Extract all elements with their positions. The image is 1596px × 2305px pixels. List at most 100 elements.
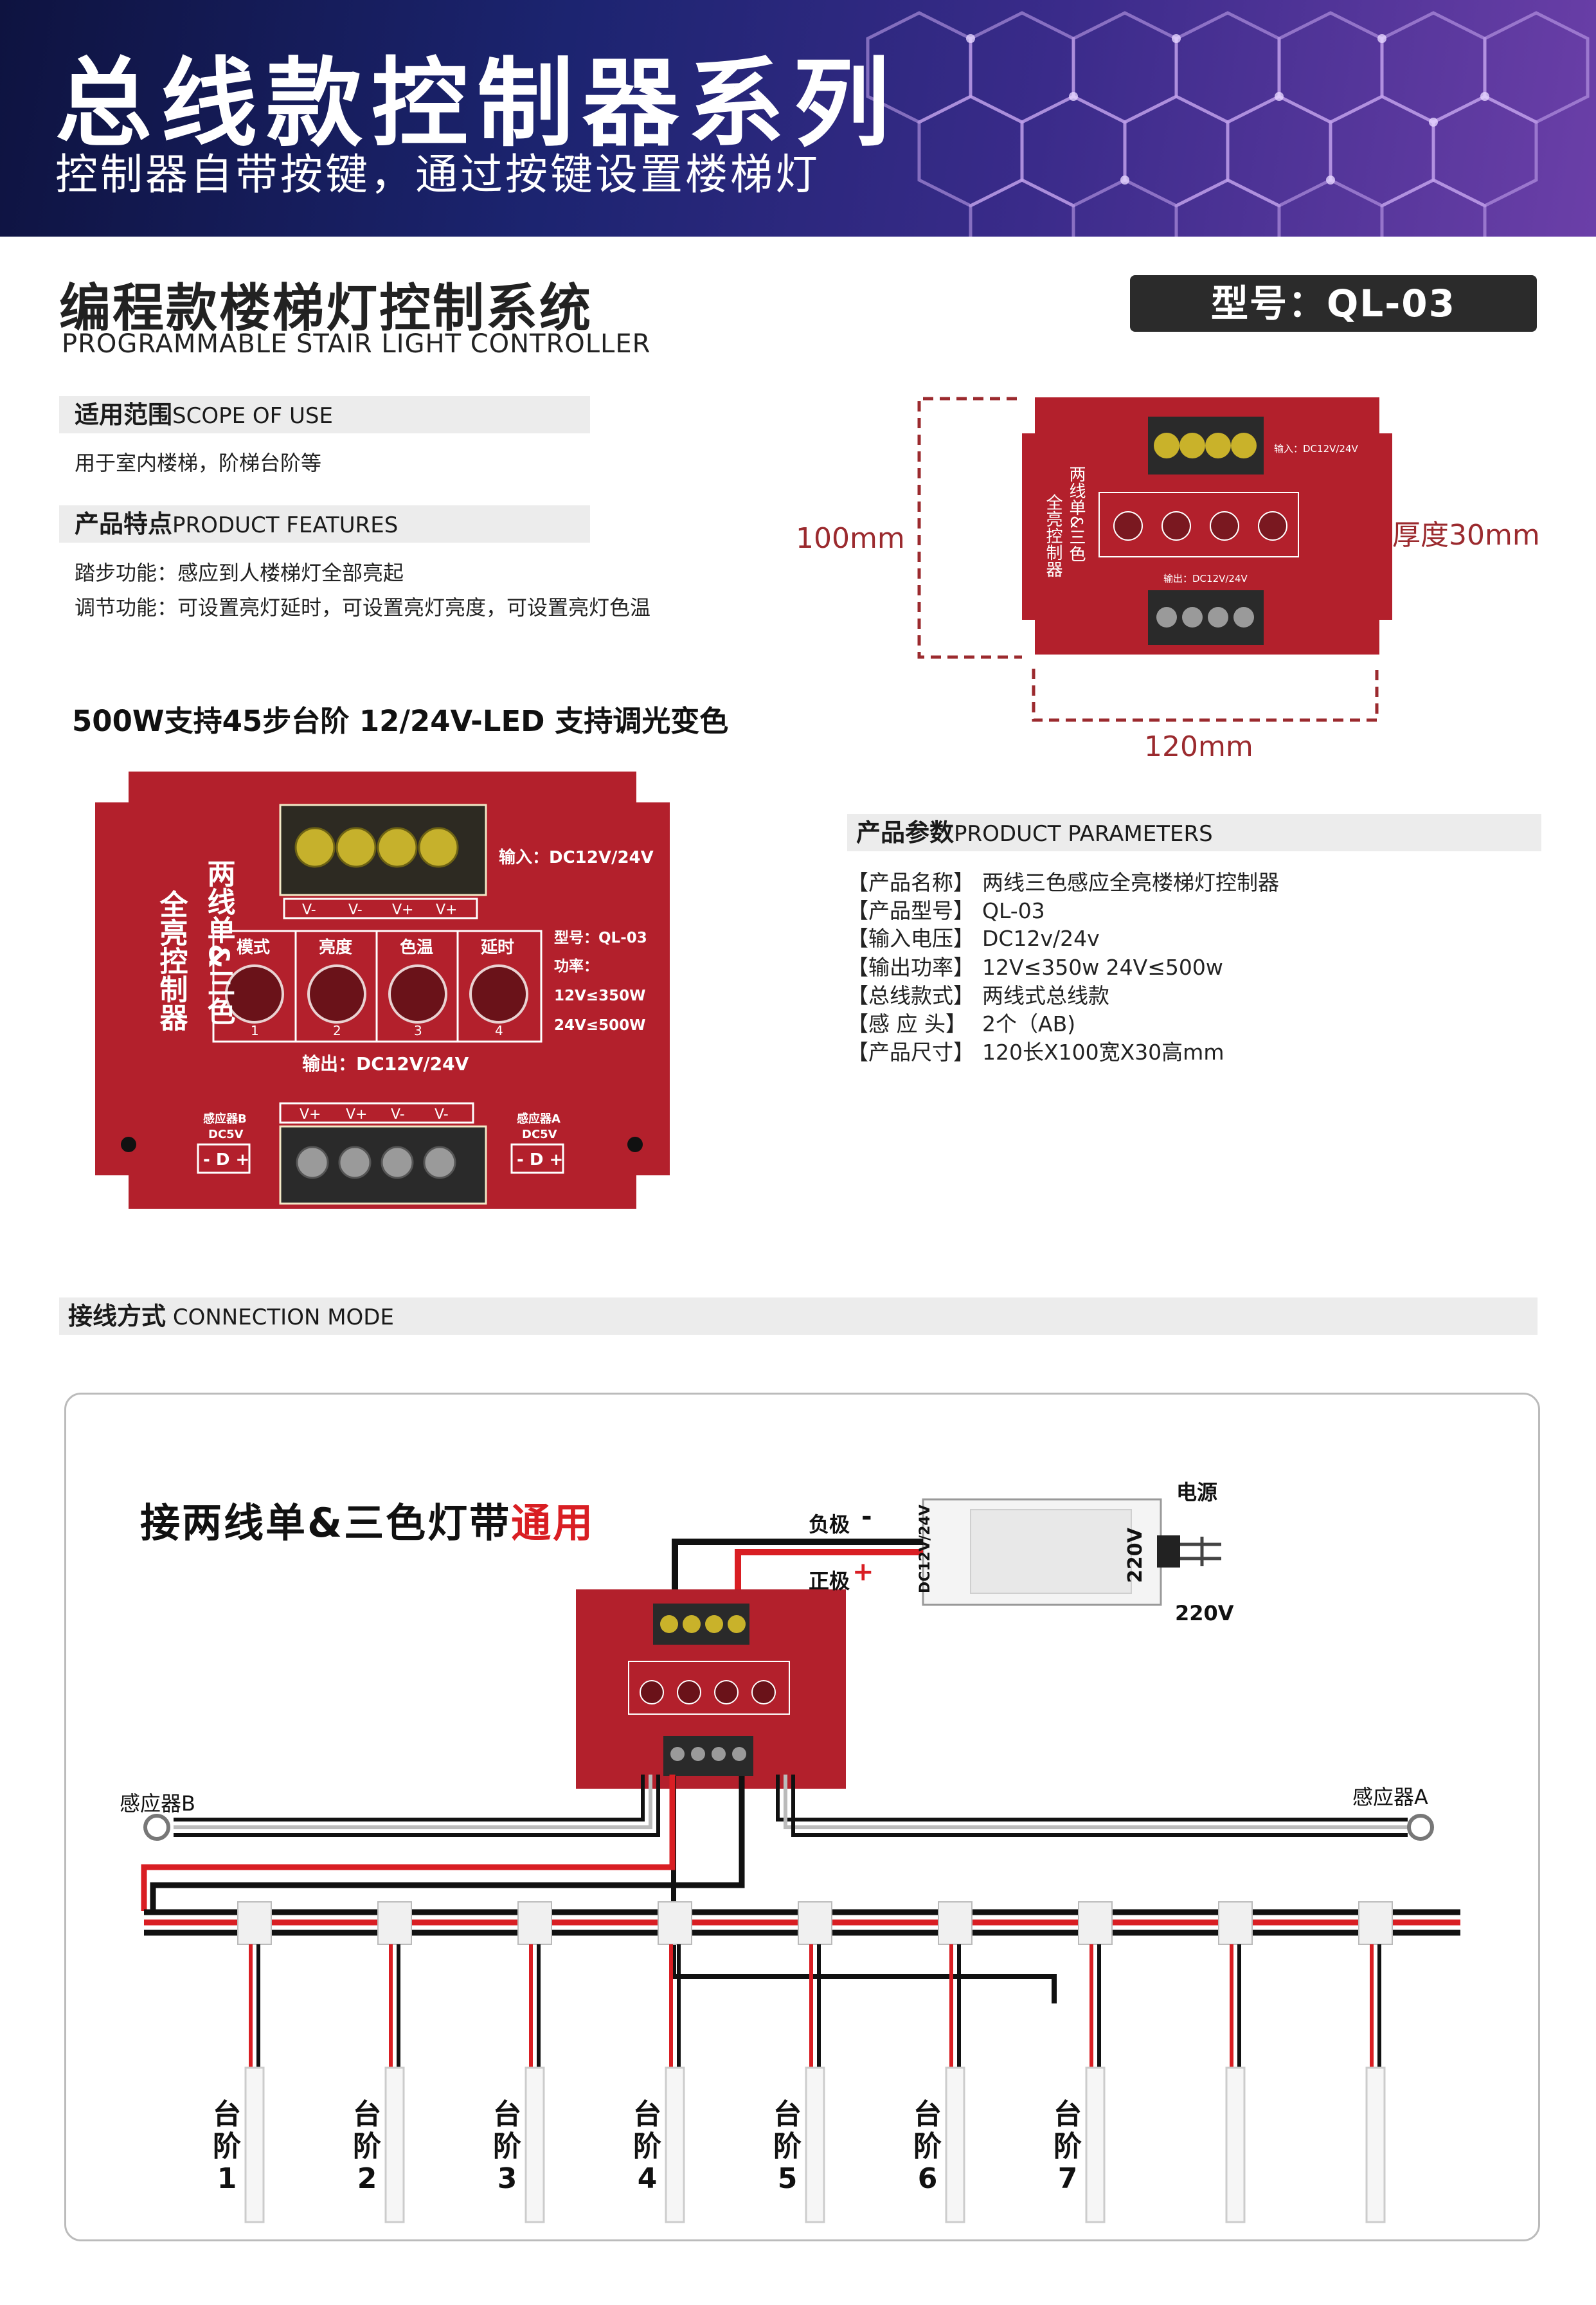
dimension-height: 100mm xyxy=(796,522,905,555)
controller-small xyxy=(576,1589,846,1789)
stair-char: 台 xyxy=(773,2098,802,2131)
feature-item: 调节功能：可设置亮灯延时，可设置亮灯亮度，可设置亮灯色温 xyxy=(75,595,651,620)
psu-label: 电源 xyxy=(1176,1480,1218,1505)
button-label-delay: 延时 xyxy=(480,938,514,957)
sensor-b-label: 感应器B xyxy=(120,1791,195,1816)
terminal-bottom-label: V+ xyxy=(346,1107,367,1123)
wiring-diagram-frame xyxy=(64,1393,1540,2241)
controller-output-label: 输出：DC12V/24V xyxy=(302,1053,469,1074)
controller-image: 全亮控制器 两线单&三色 输入：DC12V/24V V- V- V+ V+ 模式… xyxy=(95,772,670,1209)
page-title-en: PROGRAMMABLE STAIR LIGHT CONTROLLER xyxy=(62,329,651,359)
controller-side-right-label: 两线单&三色 xyxy=(1066,466,1086,562)
stair-char: 阶 xyxy=(773,2130,802,2163)
stair-number: 7 xyxy=(1057,2162,1078,2195)
connection-heading: 接线方式 CONNECTION MODE xyxy=(59,1297,1538,1335)
param-row: 【输入电压】 DC12v/24v xyxy=(847,921,1100,952)
stair-drops xyxy=(237,1901,1393,2223)
features-heading-cn: 产品特点 xyxy=(75,510,173,538)
param-row: 【产品名称】两线三色感应全亮楼梯灯控制器 xyxy=(847,865,1279,896)
controller-power-24v: 24V≤500W xyxy=(554,1017,645,1034)
stair-number: 5 xyxy=(777,2162,798,2195)
param-key: 【总线款式】 xyxy=(847,983,974,1008)
controller-model: 型号：QL-03 xyxy=(554,930,647,946)
button-label-brightness: 亮度 xyxy=(319,937,352,957)
stair-char: 台 xyxy=(633,2098,661,2131)
wiring-title: 接两线单&三色灯带通用 xyxy=(140,1490,595,1548)
param-row: 【产品尺寸】 120长X100宽X30高mm xyxy=(847,1035,1224,1066)
param-value: DC12v/24v xyxy=(982,926,1100,951)
button-number: 2 xyxy=(333,1023,341,1038)
feature-item: 踏步功能：感应到人楼梯灯全部亮起 xyxy=(75,561,404,585)
stair-char: 阶 xyxy=(1054,2130,1082,2163)
param-value: 两线式总线款 xyxy=(982,983,1109,1008)
scope-heading: 适用范围SCOPE OF USE xyxy=(59,396,590,433)
psu-220-label: 220V xyxy=(1175,1601,1234,1625)
stair-char: 台 xyxy=(493,2098,521,2131)
connection-heading-cn: 接线方式 xyxy=(68,1302,166,1330)
terminal-bottom-label: V+ xyxy=(300,1107,321,1123)
button-number: 4 xyxy=(495,1023,503,1038)
param-value: QL-03 xyxy=(982,898,1045,923)
controller-output-label: 输出：DC12V/24V xyxy=(1163,573,1248,584)
params-heading: 产品参数PRODUCT PARAMETERS xyxy=(847,814,1541,851)
stair-number: 6 xyxy=(917,2162,938,2195)
stair-char: 台 xyxy=(213,2098,241,2131)
sensor-a-pins: - D + xyxy=(517,1150,563,1170)
param-key: 【输入电压】 xyxy=(847,926,974,951)
sensor-a-icon xyxy=(1407,1814,1434,1841)
param-key: 【输出功率】 xyxy=(847,955,974,980)
controller-input-label: 输入：DC12V/24V xyxy=(1274,443,1359,455)
sensor-b-icon xyxy=(143,1814,170,1841)
stair-char: 阶 xyxy=(633,2130,661,2163)
param-value: 两线三色感应全亮楼梯灯控制器 xyxy=(982,870,1279,895)
param-value: 2个（AB) xyxy=(982,1011,1076,1036)
param-value: 120长X100宽X30高mm xyxy=(982,1040,1224,1065)
terminal-bottom-label: V- xyxy=(391,1107,405,1123)
scope-text: 用于室内楼梯，阶梯台阶等 xyxy=(75,451,322,475)
terminal-top-label: V- xyxy=(302,902,316,918)
stair-char: 台 xyxy=(913,2098,942,2131)
sensor-b-voltage: DC5V xyxy=(208,1128,244,1141)
controller-side-right-label: 两线单&三色 xyxy=(202,859,236,1025)
controller-power-label: 功率： xyxy=(554,957,598,975)
stair-number: 1 xyxy=(217,2162,237,2195)
sensor-b-pins: - D + xyxy=(203,1150,249,1170)
stair-char: 台 xyxy=(1054,2098,1082,2131)
wiring-title-accent: 通用 xyxy=(511,1499,595,1546)
param-key: 【产品尺寸】 xyxy=(847,1040,974,1065)
psu-ac-label: 220V xyxy=(1124,1527,1147,1583)
plug-icon xyxy=(1180,1537,1221,1566)
param-value: 12V≤350w 24V≤500w xyxy=(982,955,1223,980)
scope-heading-en: SCOPE OF USE xyxy=(172,403,333,429)
param-row: 【输出功率】 12V≤350w 24V≤500w xyxy=(847,950,1223,981)
stair-char: 阶 xyxy=(493,2130,521,2163)
stair-number: 4 xyxy=(637,2162,658,2195)
sensor-a-label: 感应器A xyxy=(1352,1785,1428,1809)
sensor-a-voltage: DC5V xyxy=(522,1128,557,1141)
controller-side-left-label: 全亮控制器 xyxy=(1043,494,1063,577)
psu-dc-label: DC12V/24V xyxy=(917,1505,933,1593)
param-key: 【产品名称】 xyxy=(847,870,974,895)
button-label-color-temp: 色温 xyxy=(400,937,433,957)
param-row: 【感 应 头】2个（AB) xyxy=(847,1007,1075,1038)
terminal-top-label: V+ xyxy=(436,902,457,918)
banner-title: 总线款控制器系列 xyxy=(55,48,899,160)
banner: 总线款控制器系列 控制器自带按键，通过按键设置楼梯灯 xyxy=(0,0,1596,237)
stair-number: 3 xyxy=(497,2162,517,2195)
spec-line: 500W支持45步台阶 12/24V-LED 支持调光变色 xyxy=(72,704,729,738)
controller-power-12v: 12V≤350W xyxy=(554,988,645,1004)
stair-char: 台 xyxy=(353,2098,381,2131)
controller-side-left-label: 全亮控制器 xyxy=(155,889,189,1031)
sensor-a-label: 感应器A xyxy=(517,1112,560,1126)
button-number: 1 xyxy=(251,1023,259,1038)
scope-heading-cn: 适用范围 xyxy=(75,401,173,429)
stair-char: 阶 xyxy=(213,2130,241,2163)
page-title: 编程款楼梯灯控制系统 xyxy=(59,278,593,338)
negative-sign: - xyxy=(861,1502,872,1532)
connection-heading-en: CONNECTION MODE xyxy=(166,1305,394,1330)
